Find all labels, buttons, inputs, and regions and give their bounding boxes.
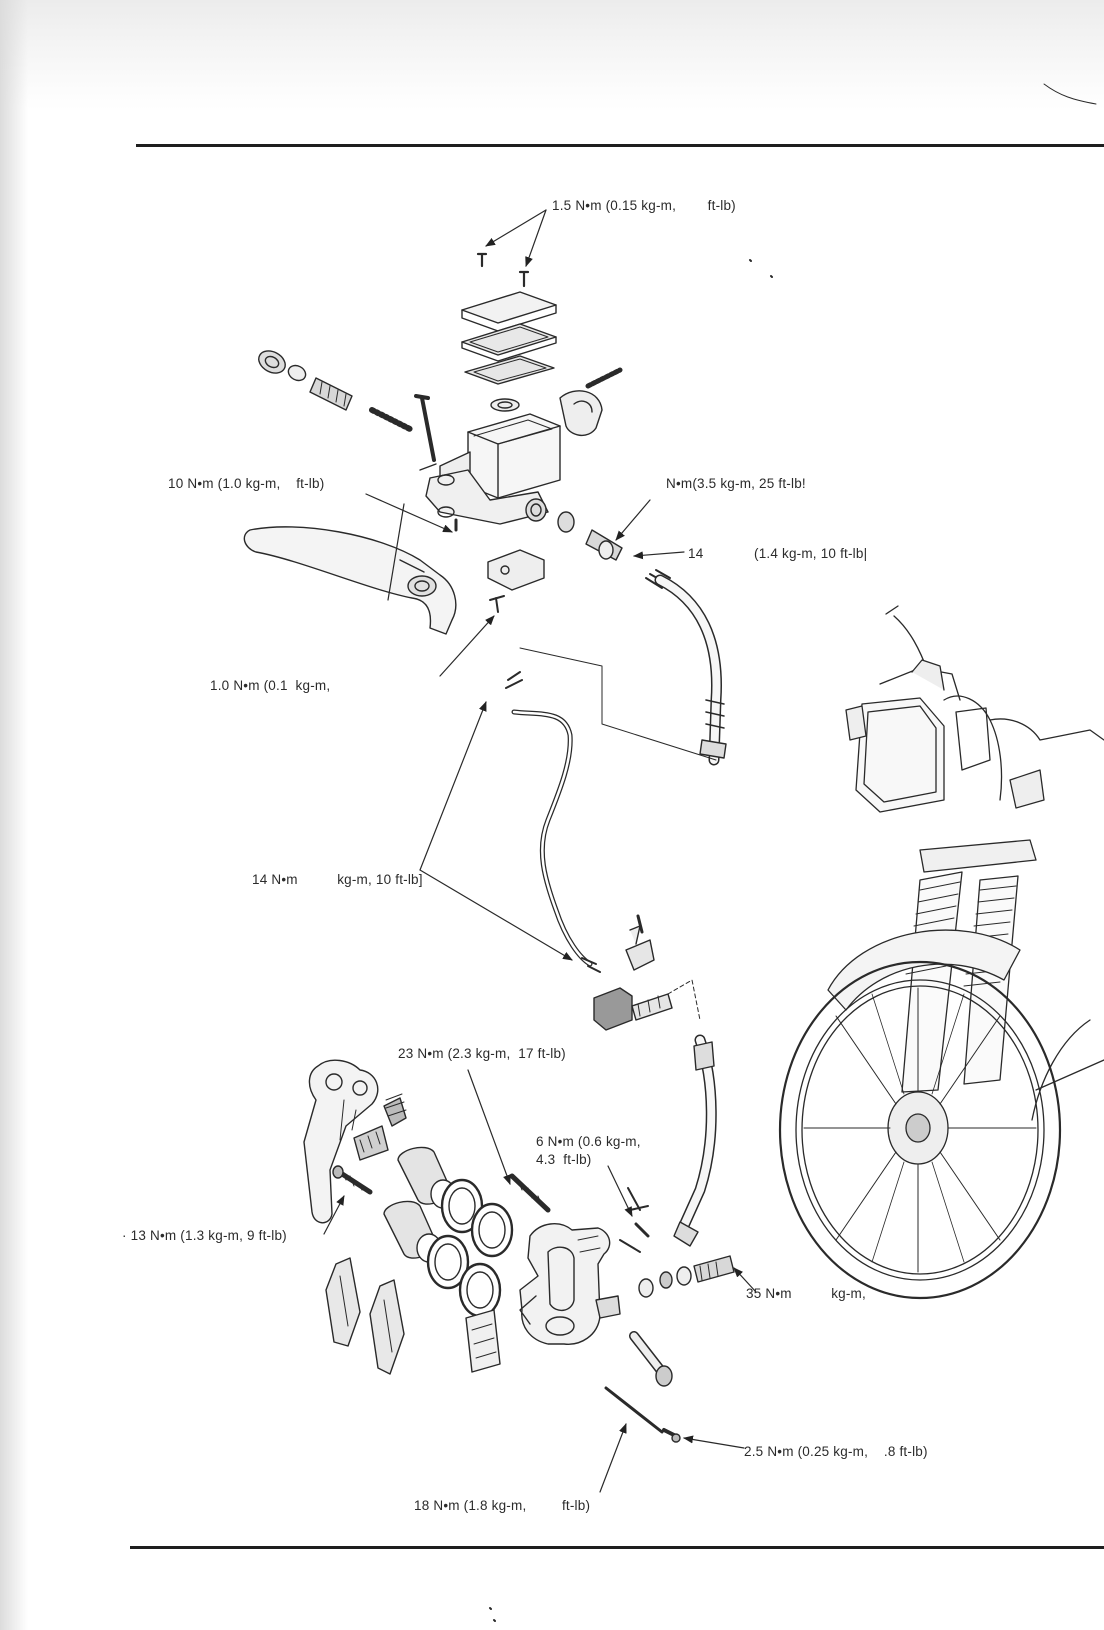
master-cylinder-body <box>419 413 561 525</box>
leader-lines <box>323 209 757 1493</box>
label-hose-bolt-torque: N•m(3.5 kg-m, 25 ft-lb! <box>666 476 806 491</box>
brake-pads <box>325 1257 405 1375</box>
pad-spring <box>465 1309 501 1373</box>
reservoir-cover-assembly <box>461 291 557 412</box>
label-caliper-hose-torque: 35 N•m kg-m, <box>746 1286 866 1301</box>
motorcycle-front-view <box>778 605 1104 1300</box>
caliper-bolts <box>604 1331 681 1443</box>
piston-seals <box>426 1178 514 1318</box>
label-bracket-bolt-torque: · 13 N•m (1.3 kg-m, 9 ft-lb) <box>122 1228 287 1243</box>
bottom-rule <box>130 1546 1104 1549</box>
caliper-bracket <box>303 1059 379 1224</box>
label-bleeder-torque: 2.5 N•m (0.25 kg-m, .8 ft-lb) <box>744 1444 928 1459</box>
label-lever-pivot-torque: 10 N•m (1.0 kg-m, ft-lb) <box>168 476 325 491</box>
label-cover-screw-torque: 1.5 N•m (0.15 kg-m, ft-lb) <box>552 198 736 213</box>
label-pad-pin-torque-ftlb: 4.3 ft-lb) <box>536 1152 592 1167</box>
piston-assembly <box>258 350 436 462</box>
bracket-bolt <box>332 1165 373 1195</box>
caliper-hose-bolt <box>638 1255 735 1298</box>
upper-brake-hose <box>654 574 727 766</box>
cover-screws <box>476 252 530 288</box>
brake-lever <box>243 526 457 635</box>
upper-hose-fitting <box>557 511 671 589</box>
caliper-body <box>519 1223 621 1345</box>
handlebar-clamp <box>559 367 623 436</box>
slide-pin-bolt <box>509 1173 551 1213</box>
lower-brake-hose <box>667 979 717 1247</box>
scan-edge-shadow <box>0 0 28 1630</box>
brake-pipe <box>505 671 601 973</box>
leader-line-pipe <box>519 647 717 761</box>
label-caliper-bolt-torque: 23 N•m (2.3 kg-m, 17 ft-lb) <box>398 1046 566 1061</box>
top-rule <box>136 144 1104 147</box>
scan-specks <box>489 83 1097 1622</box>
label-pad-pin-bolt-torque: 18 N•m (1.8 kg-m, ft-lb) <box>414 1498 591 1513</box>
brake-light-switch <box>454 518 545 613</box>
label-fitting-torque-units: (1.4 kg-m, 10 ft-lb| <box>754 546 868 561</box>
label-switch-screw-torque: 1.0 N•m (0.1 kg-m, <box>210 678 331 693</box>
pad-pin <box>619 1187 650 1253</box>
label-fitting-torque-value: 14 <box>688 546 704 561</box>
slide-pin-boots <box>353 1093 407 1161</box>
label-pipe-nut-torque: 14 N•m kg-m, 10 ft-lb] <box>252 872 423 887</box>
three-way-joint <box>593 914 673 1031</box>
label-pad-pin-torque: 6 N•m (0.6 kg-m, <box>536 1134 641 1149</box>
